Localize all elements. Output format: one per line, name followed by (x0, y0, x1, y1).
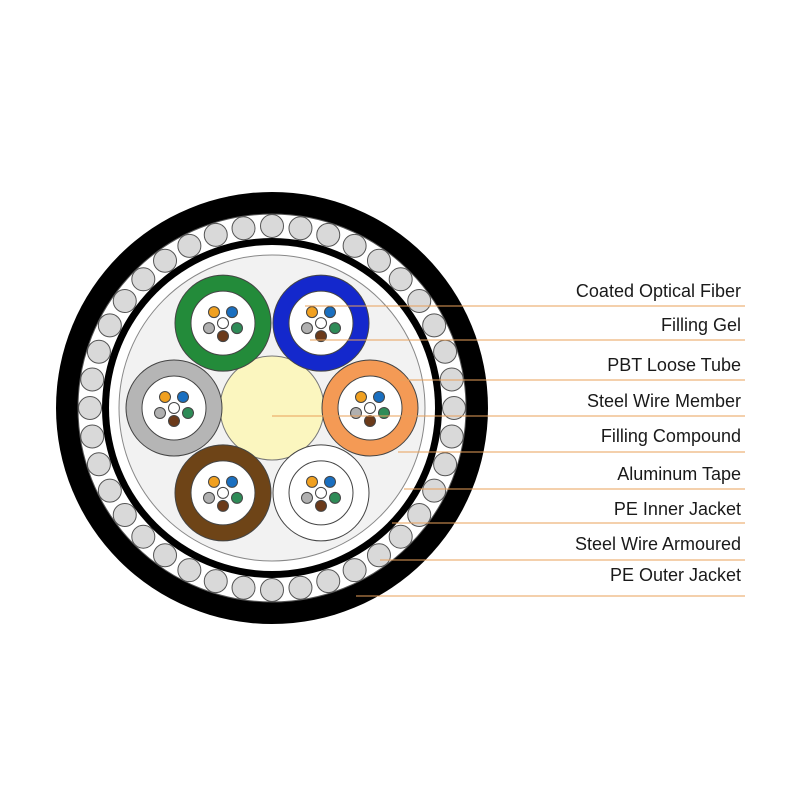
optical-fiber (177, 391, 189, 403)
optical-fiber (208, 306, 220, 319)
steel-armour-wire (131, 267, 156, 292)
optical-fiber (350, 407, 362, 419)
steel-armour-wire (80, 367, 105, 392)
steel-armour-wire (342, 233, 367, 258)
steel-armour-wire (422, 313, 447, 338)
label-steel-wire-member: Steel Wire Member (587, 391, 741, 411)
steel-armour-wire (407, 289, 432, 314)
steel-armour-wire (316, 569, 341, 594)
label-pe-outer-jacket: PE Outer Jacket (610, 565, 741, 585)
optical-fiber (301, 322, 313, 335)
optical-fiber (315, 317, 327, 330)
loose-tube-brown (174, 444, 272, 542)
optical-fiber (301, 491, 313, 504)
optical-fiber (203, 322, 215, 335)
steel-armour-wire (433, 452, 458, 477)
optical-fiber (231, 322, 243, 335)
optical-fiber (226, 475, 238, 488)
optical-fiber (306, 306, 318, 319)
loose-tube-blue (272, 274, 370, 372)
optical-fiber (217, 499, 229, 512)
label-aluminum-tape: Aluminum Tape (617, 464, 741, 484)
label-pe-inner-jacket: PE Inner Jacket (614, 499, 741, 519)
optical-fiber (231, 491, 243, 504)
loose-tube-gray (125, 359, 223, 457)
steel-armour-wire (80, 424, 105, 449)
steel-armour-wire (231, 575, 256, 600)
optical-fiber (208, 475, 220, 488)
optical-fiber (364, 415, 376, 427)
steel-armour-wire (97, 313, 122, 338)
optical-fiber (329, 322, 341, 335)
steel-armour-wire (86, 339, 111, 364)
optical-fiber (217, 330, 229, 343)
loose-tube-orange (321, 359, 419, 457)
steel-armour-wire (288, 575, 313, 600)
optical-fiber (306, 475, 318, 488)
steel-armour-wire (97, 478, 122, 503)
steel-armour-wire (288, 216, 313, 241)
steel-armour-wire (78, 396, 102, 420)
optical-fiber (168, 415, 180, 427)
optical-fiber (324, 306, 336, 319)
steel-armour-wire (442, 396, 466, 420)
optical-fiber (217, 486, 229, 499)
steel-armour-wire (439, 424, 464, 449)
optical-fiber (203, 491, 215, 504)
label-filling-gel: Filling Gel (661, 315, 741, 335)
optical-fiber (159, 391, 171, 403)
optical-fiber (217, 317, 229, 330)
cable-cross-section (56, 192, 488, 624)
steel-armour-wire (407, 502, 432, 527)
label-steel-wire-armoured: Steel Wire Armoured (575, 534, 741, 554)
steel-wire-member-core (219, 355, 325, 461)
label-filling-compound: Filling Compound (601, 426, 741, 446)
optical-fiber (364, 402, 376, 414)
optical-fiber (378, 407, 390, 419)
steel-armour-wire (153, 248, 178, 273)
steel-armour-wire (260, 578, 284, 602)
steel-armour-wire (231, 216, 256, 241)
optical-fiber (226, 306, 238, 319)
steel-armour-wire (433, 339, 458, 364)
optical-fiber (154, 407, 166, 419)
steel-armour-wire (366, 248, 391, 273)
optical-fiber (168, 402, 180, 414)
steel-armour-wire (388, 524, 413, 549)
steel-armour-wire (112, 502, 137, 527)
leader-lines (272, 305, 745, 597)
steel-armour-wire (203, 222, 228, 247)
optical-fiber (355, 391, 367, 403)
steel-armour-wire (366, 543, 391, 568)
optical-fiber (373, 391, 385, 403)
steel-armour-wire (260, 214, 284, 238)
optical-fiber (182, 407, 194, 419)
optical-fiber (329, 491, 341, 504)
steel-armour-wire (316, 222, 341, 247)
optical-fiber (324, 475, 336, 488)
label-coated-optical-fiber: Coated Optical Fiber (576, 281, 741, 301)
steel-armour-wire (86, 452, 111, 477)
steel-armour-wire (112, 289, 137, 314)
optical-fiber (315, 486, 327, 499)
steel-armour-wire (177, 233, 202, 258)
steel-armour-wire (388, 267, 413, 292)
loose-tube-white (272, 444, 370, 542)
label-pbt-loose-tube: PBT Loose Tube (607, 355, 741, 375)
steel-armour-wire (177, 558, 202, 583)
steel-armour-wire (342, 558, 367, 583)
optical-fiber (315, 330, 327, 343)
optical-fiber (315, 499, 327, 512)
steel-armour-wire (422, 478, 447, 503)
steel-armour-wire (203, 569, 228, 594)
loose-tube-green (174, 274, 272, 372)
steel-armour-wire (153, 543, 178, 568)
steel-armour-wire (131, 524, 156, 549)
